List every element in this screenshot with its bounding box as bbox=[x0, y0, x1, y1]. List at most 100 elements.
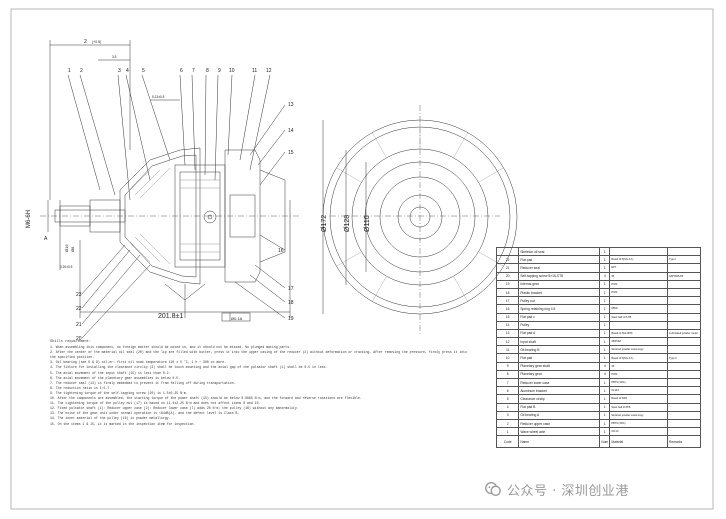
bom-cell-material: POM bbox=[609, 287, 669, 298]
bom-cell-name: Planetary gear bbox=[518, 369, 601, 380]
bom-cell-note: Type II bbox=[667, 353, 701, 363]
cross-section-view bbox=[40, 40, 300, 339]
bom-cell-qty: 1 bbox=[599, 337, 611, 347]
bom-cell-name: Input shaft bbox=[518, 337, 601, 347]
bom-cell-no: 18 bbox=[495, 287, 520, 298]
dim-dia-128: Ø128 bbox=[344, 215, 351, 232]
bom-cell-note bbox=[667, 287, 701, 298]
requirement-item: 7. The reducer seal (13) is firmly embed… bbox=[50, 380, 236, 385]
bom-cell-note: Type I bbox=[667, 255, 701, 265]
bom-cell-name: Internal gear bbox=[518, 279, 601, 289]
bom-cell-no: 20 bbox=[495, 271, 520, 281]
watermark: 公众号 · 深圳创业港 bbox=[484, 478, 629, 500]
requirement-item: 2. After the center of the material oil … bbox=[50, 350, 467, 355]
bom-cell-name: Planetary gear shaft bbox=[518, 361, 601, 371]
dim-dia-172: Ø172 bbox=[321, 215, 328, 232]
bom-cell-qty: 1 bbox=[599, 287, 611, 298]
bom-cell-no: 9 bbox=[495, 361, 520, 371]
bom-cell-note bbox=[667, 320, 701, 330]
bom-cell-note bbox=[667, 377, 701, 388]
bom-cell-qty: 4 bbox=[599, 369, 611, 380]
part-label-18: 18 bbox=[288, 300, 294, 306]
bom-cell-note bbox=[667, 345, 701, 355]
bom-cell-note bbox=[667, 386, 701, 396]
requirements-title: Skills requirement: bbox=[50, 340, 91, 344]
bom-cell-no: 13 bbox=[495, 328, 520, 339]
bom-header-row: Code Name Num Material Remarks bbox=[495, 435, 701, 449]
bom-cell-name: Wave wheel axle bbox=[518, 427, 601, 437]
dim-dia-left-1: Ø16 bbox=[64, 244, 69, 252]
bom-cell-material: 35 bbox=[609, 271, 669, 281]
requirements-list: 1. When assembling this component, no fo… bbox=[50, 345, 480, 427]
bom-cell-material: Sintered powder metal copy bbox=[609, 345, 669, 355]
bom-cell-qty: 1 bbox=[599, 353, 611, 363]
bom-cell-name: Flat pad bbox=[518, 353, 601, 363]
part-label-2: 2 bbox=[80, 68, 83, 74]
part-label-8: 8 bbox=[206, 68, 209, 74]
requirement-item: 1. When assembling this component, no fo… bbox=[50, 345, 292, 350]
part-label-4: 4 bbox=[126, 68, 129, 74]
bom-cell-qty: 1 bbox=[599, 296, 611, 306]
bom-cell-no bbox=[495, 246, 520, 257]
bom-cell-no: 15 bbox=[495, 312, 520, 322]
bom-cell-no: 3 bbox=[495, 410, 520, 420]
bom-cell-qty: 1 bbox=[599, 304, 611, 314]
dim-top-sub: (+0.5) bbox=[92, 40, 101, 44]
bom-cell-name: Flat pad A bbox=[518, 328, 601, 339]
requirement-item: 5. The axial movement of the input shaft… bbox=[50, 370, 171, 375]
part-label-17: 17 bbox=[288, 286, 294, 292]
bom-header-name: Name bbox=[518, 435, 601, 449]
bom-cell-qty: 1 bbox=[599, 312, 611, 322]
bom-cell-material bbox=[609, 246, 669, 257]
bom-cell-no: 6 bbox=[495, 386, 520, 396]
bom-cell-name: Flat pad bbox=[518, 255, 601, 265]
bom-cell-qty: 4 bbox=[599, 361, 611, 371]
bom-cell-name: Reducer lower case bbox=[518, 377, 601, 388]
bom-cell-material: Board t0.5(NG-0.1) bbox=[609, 255, 669, 265]
bom-cell-note bbox=[667, 312, 701, 322]
bom-cell-name: Reducer seal bbox=[518, 263, 601, 273]
requirement-item: 10. After the components are assembled, … bbox=[50, 396, 362, 401]
bom-cell-qty: 1 bbox=[599, 402, 611, 412]
technical-requirements: Skills requirement: 1. When assembling t… bbox=[50, 340, 480, 427]
part-label-14: 14 bbox=[288, 128, 294, 134]
bom-cell-no: 5 bbox=[495, 394, 520, 404]
bom-cell-qty: 1 bbox=[599, 255, 611, 265]
bom-cell-material: Board t0.5/65 bbox=[609, 394, 669, 404]
dim-small-2: 5.13±0.5 bbox=[152, 95, 165, 99]
part-label-7: 7 bbox=[192, 68, 195, 74]
bom-cell-note bbox=[667, 337, 701, 347]
part-label-1: 1 bbox=[68, 68, 71, 74]
dim-small: 3.5 bbox=[112, 55, 117, 59]
part-label-20: 20 bbox=[76, 336, 82, 342]
dim-tolerance: Ø0.1A bbox=[231, 316, 243, 321]
bom-cell-qty: 1 bbox=[599, 394, 611, 404]
bom-cell-note bbox=[667, 402, 701, 412]
part-label-22: 22 bbox=[76, 306, 82, 312]
requirement-item: 12. Fixed pulsator shaft (1): Reducer up… bbox=[50, 406, 299, 411]
bom-cell-qty: 1 bbox=[599, 328, 611, 339]
part-label-12: 12 bbox=[266, 68, 272, 74]
bom-cell-note bbox=[667, 296, 701, 306]
part-label-9: 9 bbox=[218, 68, 221, 74]
bom-cell-material: Steel ball t1.5-TB bbox=[609, 312, 669, 322]
bom-cell-name: Oil bearing B bbox=[518, 345, 601, 355]
bom-cell-no: 8 bbox=[495, 369, 520, 380]
bom-cell-no: 17 bbox=[495, 296, 520, 306]
part-label-21: 21 bbox=[76, 322, 82, 328]
wechat-icon bbox=[485, 482, 501, 496]
bom-cell-no: 16 bbox=[495, 304, 520, 314]
part-label-16: 16 bbox=[278, 248, 284, 254]
